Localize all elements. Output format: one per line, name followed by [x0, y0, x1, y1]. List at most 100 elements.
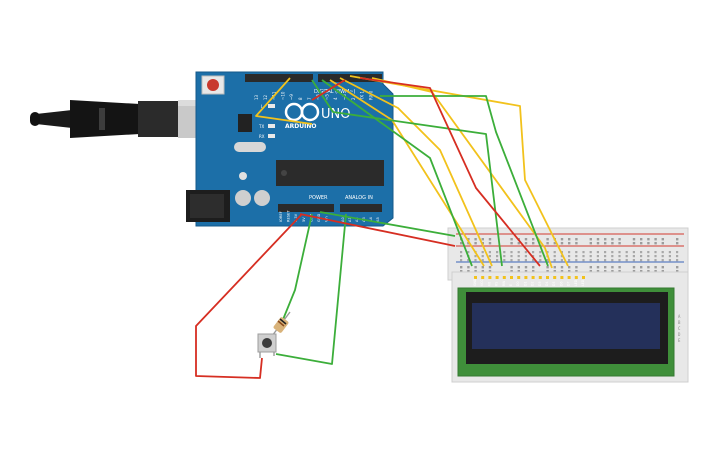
breadboard-hole [474, 270, 477, 273]
breadboard-hole [503, 251, 506, 254]
lcd-pin-label: D3 [538, 282, 542, 286]
digital-pin-label: 7 [307, 97, 312, 100]
breadboard-hole [503, 259, 506, 262]
breadboard-hole [460, 270, 463, 273]
breadboard-hole [661, 251, 664, 254]
breadboard-hole [460, 251, 463, 254]
breadboard-hole [604, 270, 607, 273]
breadboard-hole [589, 242, 592, 245]
breadboard-hole [568, 266, 571, 269]
breadboard-hole [575, 266, 578, 269]
breadboard-hole [647, 270, 650, 273]
breadboard-hole [668, 259, 671, 262]
breadboard-hole [532, 259, 535, 262]
lcd-pin [560, 276, 564, 279]
breadboard-hole [481, 242, 484, 245]
breadboard-hole [676, 238, 679, 241]
breadboard-hole [640, 238, 643, 241]
breadboard-hole [481, 251, 484, 254]
digital-pin-label: 2 [351, 97, 356, 100]
breadboard-hole [632, 266, 636, 269]
lcd-pin-label: VCC [480, 279, 484, 286]
breadboard-hole [488, 266, 492, 269]
lcd-pin [538, 276, 542, 279]
breadboard-hole [632, 242, 636, 245]
resistor-icon [271, 311, 291, 337]
usb-cable-icon [30, 100, 222, 138]
digital-pin-label: ~9 [289, 94, 294, 100]
green-wire [281, 213, 313, 323]
breadboard-hole [611, 266, 614, 269]
breadboard-hole [604, 238, 607, 241]
breadboard-hole [618, 242, 621, 245]
red-wire [311, 79, 346, 101]
breadboard-hole [596, 270, 600, 273]
breadboard-hole [510, 259, 513, 262]
reset-button[interactable] [207, 79, 219, 91]
breadboard-hole [632, 259, 635, 262]
breadboard-hole [568, 251, 571, 254]
breadboard-hole [604, 255, 607, 258]
lcd-pin-label: D4 [545, 282, 549, 286]
power-pin-label: 3.3V [294, 213, 298, 222]
power-label: POWER [309, 195, 328, 201]
green-wire [275, 213, 347, 365]
breadboard-hole [524, 242, 528, 245]
breadboard-hole [517, 255, 520, 258]
yellow-wire [339, 77, 493, 267]
breadboard-hole [582, 255, 585, 258]
breadboard-hole [632, 238, 636, 241]
breadboard-hole [611, 270, 614, 273]
breadboard-hole [676, 242, 679, 245]
pushbutton-icon[interactable] [257, 333, 277, 358]
breadboard-hole [474, 255, 477, 258]
breadboard-hole [481, 266, 484, 269]
red-wire [195, 213, 303, 379]
breadboard-hole [611, 238, 614, 241]
breadboard-hole [539, 251, 542, 254]
breadboard-hole [661, 238, 664, 241]
analog-pin-label: A0 [341, 217, 345, 222]
breadboard-hole [589, 251, 592, 254]
breadboard-hole [524, 255, 527, 258]
breadboard-hole [496, 251, 499, 254]
breadboard-hole [488, 270, 492, 273]
analog-pin-label: A1 [348, 217, 352, 222]
breadboard-hole [517, 242, 520, 245]
breadboard-hole [553, 251, 556, 254]
breadboard-hole [510, 255, 513, 258]
breadboard-hole [596, 259, 599, 262]
breadboard-hole [474, 266, 477, 269]
breadboard-holes [460, 238, 679, 273]
digital-pin-label: 4 [333, 97, 338, 100]
breadboard-hole [618, 238, 621, 241]
board-brand: ARDUINO [285, 123, 316, 130]
breadboard-hole [668, 251, 671, 254]
breadboard-hole [654, 266, 657, 269]
digital-pin-label: RX 0 [368, 90, 373, 100]
power-pin-label: 5V [302, 217, 306, 222]
lcd-pin [553, 276, 557, 279]
lcd-pin-label: D2 [531, 282, 535, 286]
breadboard-hole [596, 266, 600, 269]
breadboard-hole [625, 255, 628, 258]
breadboard-hole [611, 242, 614, 245]
breadboard-hole [611, 251, 614, 254]
breadboard-hole [668, 255, 671, 258]
yellow-wire [255, 77, 313, 125]
analog-pin-label: A2 [355, 217, 359, 222]
breadboard-hole [568, 238, 571, 241]
breadboard-hole [467, 270, 470, 273]
arduino-logo-icon [284, 102, 320, 122]
analog-label: ANALOG IN [345, 195, 373, 201]
breadboard-hole [582, 259, 585, 262]
breadboard-hole [661, 259, 664, 262]
breadboard-hole [496, 255, 499, 258]
breadboard-hole [568, 242, 571, 245]
lcd-side-label: E [678, 338, 681, 343]
lcd-pin [567, 276, 571, 279]
breadboard-hole [467, 238, 470, 241]
breadboard-hole [654, 251, 657, 254]
breadboard-hole [510, 238, 513, 241]
